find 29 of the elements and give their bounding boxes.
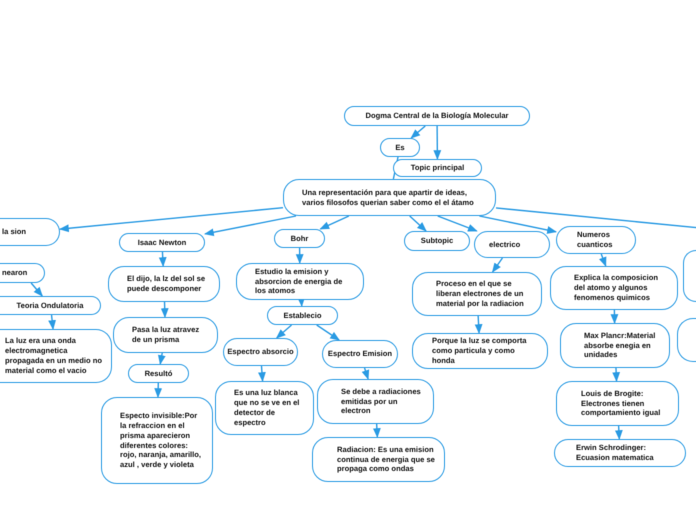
arrow [154,382,162,398]
arrow [276,324,292,339]
arrow [316,324,340,341]
arrow [30,282,43,297]
arrow [372,424,381,438]
arrow [612,368,620,382]
arrow [158,352,166,365]
empty-box [683,250,696,302]
arrow [362,368,370,380]
arrow [492,258,504,273]
connector-line [496,207,696,229]
empty-box [677,318,696,362]
arrow [474,316,482,334]
arrow [598,254,606,267]
arrow [614,426,623,440]
arrow [319,215,350,230]
arrow [258,366,266,382]
arrow [160,302,169,318]
arrow [437,215,478,232]
arrow [409,215,427,232]
arrow [59,207,284,232]
arrow [610,310,618,324]
arrow [296,248,304,264]
arrow [204,215,296,236]
arrow [158,252,167,267]
arrow [48,314,56,330]
arrow [433,126,442,160]
arrow [479,215,557,234]
arrow [410,125,426,139]
